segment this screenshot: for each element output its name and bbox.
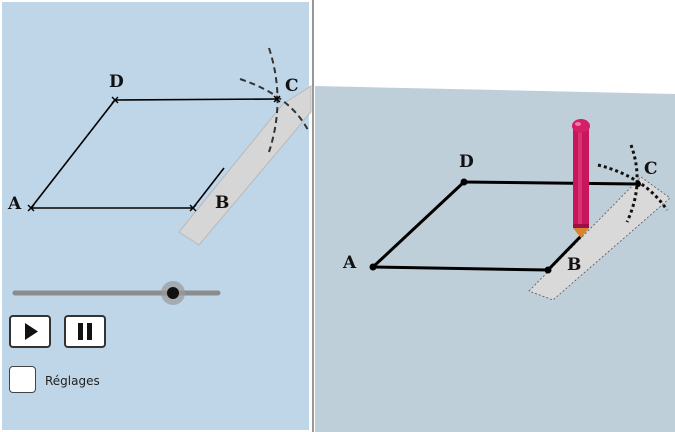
point-3d-d[interactable] <box>460 178 468 186</box>
segment-ad <box>30 99 116 209</box>
point-label-b: B <box>215 193 229 213</box>
point-label-d: D <box>109 72 124 92</box>
play-button[interactable] <box>9 315 51 348</box>
graphics-2d-panel <box>2 2 309 430</box>
point-marker-b[interactable] <box>189 204 197 212</box>
pause-icon <box>78 323 92 340</box>
arc-from-d <box>239 78 310 133</box>
point-marker-a[interactable] <box>27 204 35 212</box>
segment-3d-dc <box>463 180 639 186</box>
segment-bc-partial <box>192 167 225 209</box>
graphics-3d-plane <box>315 86 675 432</box>
point-3d-a[interactable] <box>369 263 377 271</box>
settings-checkbox[interactable] <box>9 366 36 393</box>
point-3d-label-d: D <box>459 152 474 172</box>
animation-slider-thumb[interactable] <box>167 287 179 299</box>
segment-3d-ad <box>371 180 466 269</box>
point-marker-d[interactable] <box>111 96 119 104</box>
pencil-icon <box>572 119 590 238</box>
segment-3d-bc-partial <box>546 234 583 272</box>
ruler[interactable] <box>178 85 312 246</box>
point-3d-label-c: C <box>644 159 658 179</box>
play-icon <box>25 323 38 340</box>
point-3d-label-a: A <box>342 253 357 273</box>
point-3d-b[interactable] <box>544 266 552 274</box>
point-3d-c[interactable] <box>635 181 641 187</box>
point-label-a: A <box>7 194 22 214</box>
segment-dc <box>114 98 278 101</box>
point-3d-label-b: B <box>567 255 581 275</box>
point-marker-c[interactable] <box>273 95 281 103</box>
pause-button[interactable] <box>64 315 106 348</box>
segment-3d-ab <box>372 265 549 272</box>
ruler-3d[interactable] <box>528 176 671 301</box>
point-label-c: C <box>285 76 299 96</box>
settings-label: Réglages <box>45 374 100 388</box>
